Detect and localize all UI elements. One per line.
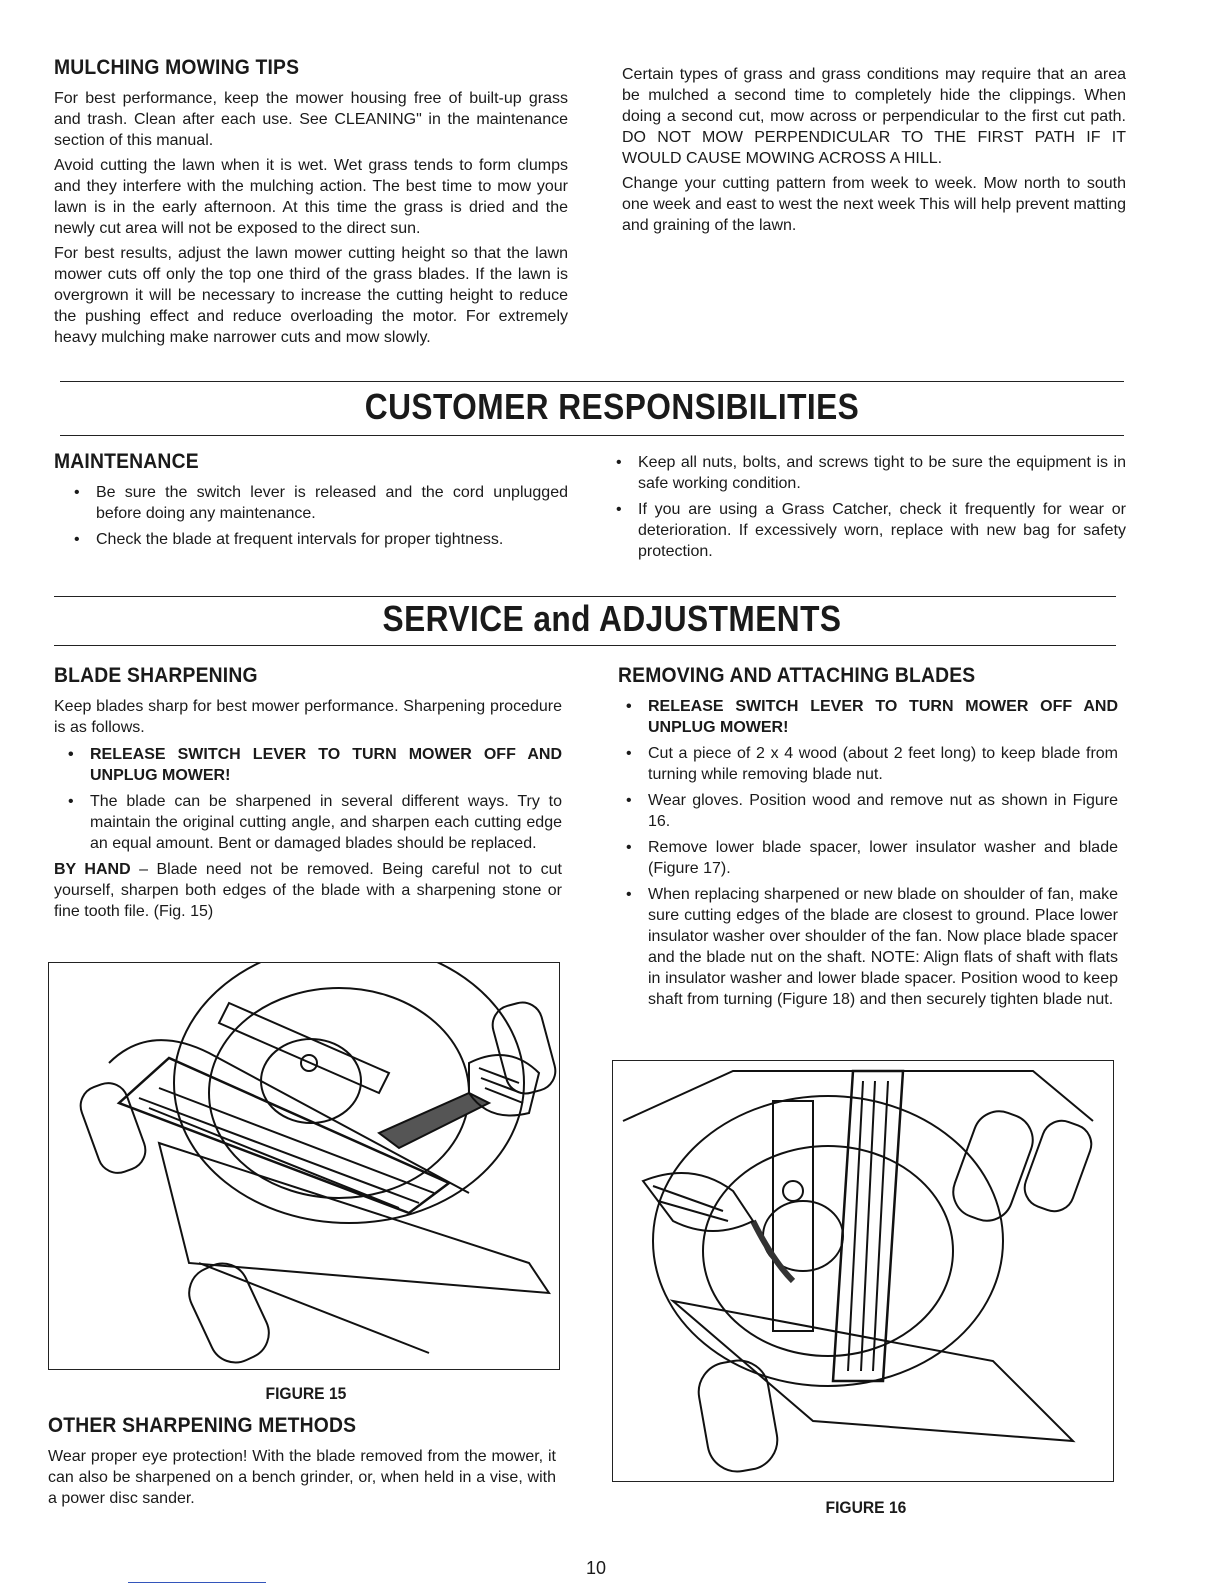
service-adjustments-banner: SERVICE and ADJUSTMENTS	[382, 598, 842, 639]
removing-blades-section: REMOVING AND ATTACHING BLADES RELEASE SW…	[618, 664, 1118, 1015]
mulching-paragraph-1: For best performance, keep the mower hou…	[54, 90, 568, 149]
figure-16-illustration	[612, 1060, 1114, 1482]
mower-blade-removal-drawing	[622, 1069, 1094, 1473]
service-banner-bottom-rule	[54, 645, 1116, 646]
mower-sharpening-drawing	[79, 963, 557, 1364]
list-item: Be sure the switch lever is released and…	[74, 482, 568, 524]
mulching-paragraph-4: Certain types of grass and grass conditi…	[622, 66, 1126, 167]
mulching-left-column: MULCHING MOWING TIPS For best performanc…	[54, 56, 568, 348]
blade-sharpening-list: RELEASE SWITCH LEVER TO TURN MOWER OFF A…	[54, 744, 562, 854]
other-sharpening-heading: OTHER SHARPENING METHODS	[48, 1414, 357, 1437]
maintenance-heading: MAINTENANCE	[54, 450, 199, 473]
list-item: RELEASE SWITCH LEVER TO TURN MOWER OFF A…	[68, 744, 562, 786]
maintenance-right-column: Keep all nuts, bolts, and screws tight t…	[616, 452, 1126, 567]
mulching-paragraph-5: Change your cutting pattern from week to…	[622, 175, 1126, 234]
figure-15-caption: FIGURE 15	[265, 1384, 347, 1403]
figure-16-caption: FIGURE 16	[825, 1498, 907, 1517]
banner-bottom-rule	[60, 435, 1124, 436]
mulching-paragraph-3: For best results, adjust the lawn mower …	[54, 245, 568, 346]
removing-blades-heading: REMOVING AND ATTACHING BLADES	[618, 664, 976, 687]
mulching-heading: MULCHING MOWING TIPS	[54, 56, 300, 79]
other-sharpening-text: Wear proper eye protection! With the bla…	[48, 1448, 556, 1507]
list-item: Remove lower blade spacer, lower insulat…	[626, 837, 1118, 879]
by-hand-paragraph: BY HAND – Blade need not be removed. Bei…	[54, 859, 562, 922]
list-item: RELEASE SWITCH LEVER TO TURN MOWER OFF A…	[626, 696, 1118, 738]
list-item: When replacing sharpened or new blade on…	[626, 884, 1118, 1010]
list-item: Cut a piece of 2 x 4 wood (about 2 feet …	[626, 743, 1118, 785]
service-banner-top-rule	[54, 596, 1116, 597]
removing-blades-list: RELEASE SWITCH LEVER TO TURN MOWER OFF A…	[618, 696, 1118, 1010]
list-item: The blade can be sharpened in several di…	[68, 791, 562, 854]
by-hand-label: BY HAND	[54, 861, 131, 878]
blade-sharpening-section: BLADE SHARPENING Keep blades sharp for b…	[54, 664, 562, 922]
blade-sharpening-heading: BLADE SHARPENING	[54, 664, 258, 687]
maintenance-list-left: Be sure the switch lever is released and…	[54, 482, 568, 550]
blade-sharpening-intro: Keep blades sharp for best mower perform…	[54, 698, 562, 736]
footer-rule	[128, 1582, 266, 1583]
figure-15-illustration	[48, 962, 560, 1370]
list-item: Check the blade at frequent intervals fo…	[74, 529, 568, 550]
customer-responsibilities-banner: CUSTOMER RESPONSIBILITIES	[364, 386, 860, 427]
other-sharpening-section: OTHER SHARPENING METHODS Wear proper eye…	[48, 1414, 556, 1509]
list-item: Wear gloves. Position wood and remove nu…	[626, 790, 1118, 832]
page-number: 10	[586, 1558, 607, 1578]
by-hand-text: – Blade need not be removed. Being caref…	[54, 861, 562, 920]
maintenance-list-right: Keep all nuts, bolts, and screws tight t…	[616, 452, 1126, 562]
list-item: Keep all nuts, bolts, and screws tight t…	[616, 452, 1126, 494]
mulching-paragraph-2: Avoid cutting the lawn when it is wet. W…	[54, 157, 568, 237]
banner-top-rule	[60, 381, 1124, 382]
mulching-right-column: Certain types of grass and grass conditi…	[622, 64, 1126, 236]
list-item: If you are using a Grass Catcher, check …	[616, 499, 1126, 562]
maintenance-left-column: MAINTENANCE Be sure the switch lever is …	[54, 450, 568, 555]
